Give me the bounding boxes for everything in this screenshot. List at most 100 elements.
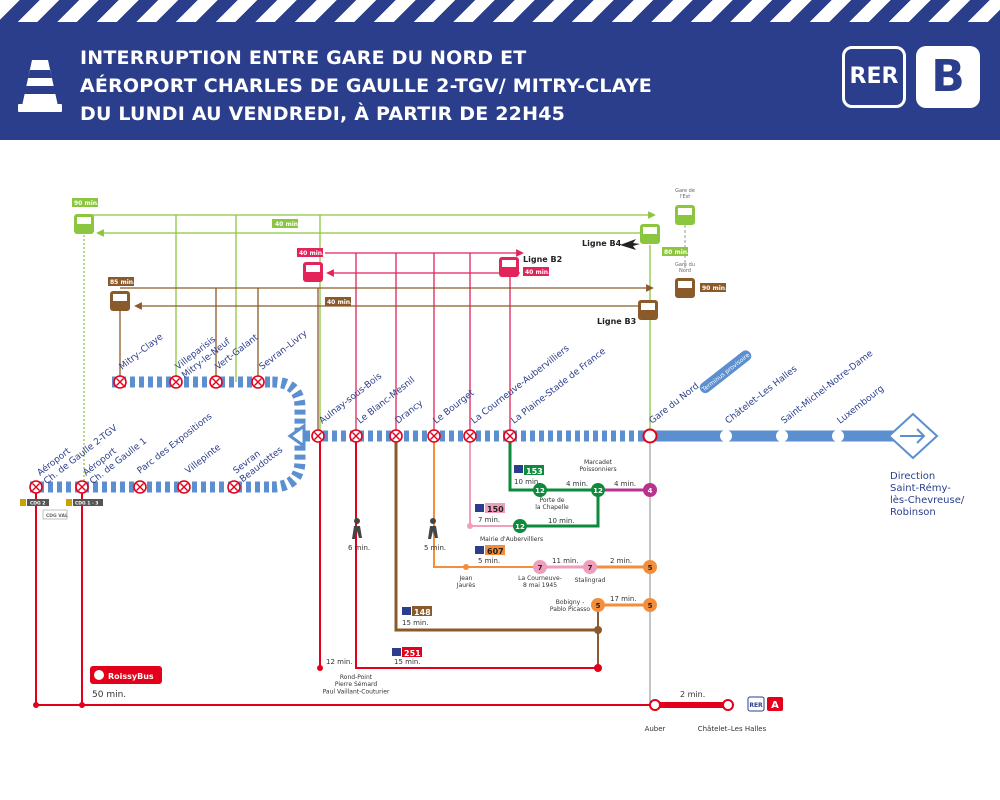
t-m12-lower: 10 min. [548, 517, 575, 525]
t-m7-m5: 2 min. [610, 557, 632, 565]
plane-icon [620, 239, 640, 250]
closed-station-icon [133, 480, 147, 494]
station-label-aeroport-cdg1: AéroportCh. de Gaulle 1 [81, 427, 149, 487]
svg-text:RER: RER [749, 702, 763, 709]
svg-text:CDG VAL: CDG VAL [46, 513, 68, 519]
t-m7: 11 min. [552, 557, 579, 565]
closed-station-icon [177, 480, 191, 494]
metro-badges: 12 12 12 4 7 7 5 5 5 [513, 483, 657, 612]
bus-number-tags: 153 150 607 148 251 [392, 465, 544, 658]
svg-text:RoissyBus: RoissyBus [108, 672, 154, 681]
svg-text:12: 12 [535, 487, 545, 495]
bus-time-labels: 90 min. 40 min. 80 min. 40 min. 40 min. … [72, 198, 727, 306]
closed-station-icon [349, 429, 363, 443]
svg-text:4: 4 [648, 487, 653, 495]
station-label-mitry-claye: Mitry–Claye [118, 332, 166, 372]
roissybus-badge: RoissyBus [90, 666, 162, 684]
open-station-markers [642, 428, 844, 444]
connection-routes [35, 436, 728, 708]
svg-text:5: 5 [648, 564, 653, 572]
station-label-sevran-livry: Sevran–Livry [258, 328, 310, 372]
station-label-drancy: Drancy [394, 398, 426, 426]
svg-text:CDG 2: CDG 2 [30, 501, 45, 507]
bobigny-label: Bobigny -Pablo Picasso [550, 599, 590, 613]
closed-station-icon [311, 429, 325, 443]
network-map: 90 min. 40 min. 80 min. 40 min. 40 min. … [20, 188, 965, 733]
terminus-provisoire-badge: Terminus provisoire [699, 350, 752, 394]
svg-text:7: 7 [538, 564, 543, 572]
branch-junction-arrow [287, 423, 306, 449]
bus-icon [303, 257, 519, 282]
line-b-badge: B [916, 46, 980, 108]
t-m12-upper: 4 min. [566, 480, 588, 488]
bus-153-label: 153 [526, 467, 543, 476]
t607: 5 min. [478, 557, 500, 565]
station-label-luxembourg: Luxembourg [836, 384, 886, 426]
t-rer-a: 2 min. [680, 690, 705, 699]
title-line-2: AÉROPORT CHARLES DE GAULLE 2-TGV/ MITRY-… [80, 75, 652, 97]
hazard-stripes [0, 0, 1000, 22]
b4-freq2-label: 80 min. [664, 249, 689, 256]
t-aulnay-bus: 12 min. [326, 658, 353, 666]
b4-time-label: 40 min. [275, 221, 300, 228]
b3-freq2-label: 90 min. [702, 285, 727, 292]
closed-station-icon [389, 429, 403, 443]
svg-text:12: 12 [515, 523, 525, 531]
t150: 7 min. [478, 516, 500, 524]
closed-station-icon [427, 429, 441, 443]
closed-station-icon [463, 429, 477, 443]
t-m4: 4 min. [614, 480, 636, 488]
connection-nodes [33, 523, 734, 711]
bus-150-label: 150 [487, 505, 504, 514]
station-label-villepinte: Villepinte [184, 442, 224, 476]
ligne-b4-label: Ligne B4 [582, 239, 622, 248]
bus-148-label: 148 [414, 608, 431, 617]
bus-icon [74, 205, 695, 244]
closed-station-icon [169, 375, 183, 389]
closed-station-icon [75, 480, 89, 494]
station-label-sevran-beaudottes: SevranBeaudottes [232, 437, 286, 485]
svg-text:7: 7 [588, 564, 593, 572]
station-label-aulnay: Aulnay-sous-Bois [318, 371, 385, 426]
stalingrad-label: Stalingrad [575, 577, 606, 584]
b4-freq-label: 90 min. [74, 200, 99, 207]
rer-a-badge: RER A [747, 696, 783, 712]
direction-arrow-icon [887, 412, 939, 460]
b3-freq-label: 85 min. [110, 279, 135, 286]
page-title: INTERRUPTION ENTRE GARE DU NORD ET AÉROP… [80, 44, 652, 128]
cdg-tags: CDG 2 CDG 1 · 3 CDG VAL [20, 499, 103, 520]
bus-icon [110, 278, 695, 320]
b3-time-label: 40 min. [327, 299, 352, 306]
t-m5: 17 min. [610, 595, 637, 603]
t153: 10 min. [514, 478, 541, 486]
ligne-b2-label: Ligne B2 [523, 255, 562, 264]
svg-text:5: 5 [648, 602, 653, 610]
closed-station-icon [29, 480, 43, 494]
closed-station-icon [503, 429, 517, 443]
bus-line-b2 [325, 249, 524, 436]
auber-label: Auber [645, 725, 666, 733]
closed-station-icon [209, 375, 223, 389]
b2-freq-label: 40 min. [299, 250, 324, 257]
title-line-3: DU LUNDI AU VENDREDI, À PARTIR DE 22H45 [80, 103, 566, 125]
station-label-gare-du-nord: Gare du Nord [648, 381, 702, 426]
b2-time-label: 40 min. [525, 269, 550, 276]
bus-607-label: 607 [487, 547, 504, 556]
t148: 15 min. [402, 619, 429, 627]
svg-text:A: A [771, 700, 779, 711]
title-line-1: INTERRUPTION ENTRE GARE DU NORD ET [80, 47, 527, 69]
closed-station-markers [29, 375, 517, 494]
t251: 15 min. [394, 658, 421, 666]
svg-text:Terminus provisoire: Terminus provisoire [700, 352, 751, 394]
t-roissybus: 50 min. [92, 690, 126, 700]
mairie-label: Mairie d'Aubervilliers [480, 536, 543, 543]
svg-text:CDG 1 · 3: CDG 1 · 3 [75, 501, 98, 507]
closed-station-icon [227, 480, 241, 494]
